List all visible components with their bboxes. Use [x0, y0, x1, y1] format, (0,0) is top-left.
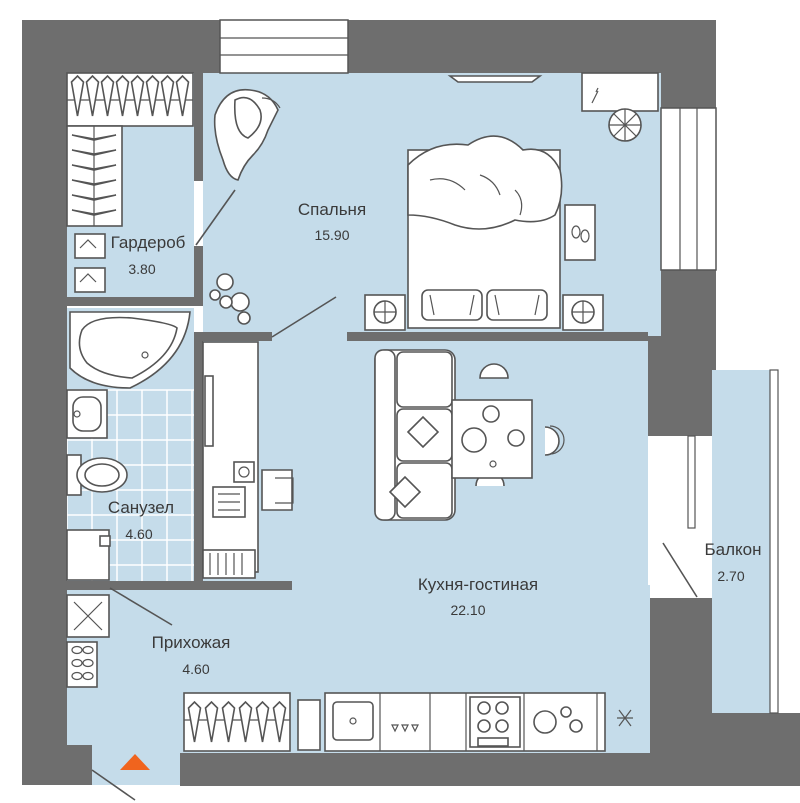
- shoe-box-1: [74, 233, 106, 259]
- wall-top-right: [348, 20, 716, 73]
- floor-balcony: [712, 370, 778, 713]
- wall-right-block: [648, 336, 712, 436]
- wardrobe-racks: [66, 72, 194, 293]
- extractor-icon: [617, 709, 633, 727]
- bathroom-furniture: [66, 311, 191, 581]
- bathtub-icon: [69, 311, 191, 389]
- doors: [91, 189, 698, 801]
- desk-icon: [202, 341, 294, 579]
- wall-bottom: [180, 753, 650, 786]
- wall-bedroom-bottom-right: [347, 332, 648, 341]
- nightstand-left: [364, 294, 406, 331]
- balcony-name: Балкон: [704, 540, 761, 559]
- windows: [219, 19, 779, 714]
- kitchen-counter: [183, 692, 633, 752]
- wardrobe-name: Гардероб: [111, 233, 186, 252]
- door-bedroom: [271, 296, 337, 338]
- hallway-name: Прихожая: [152, 633, 231, 652]
- window-top: [219, 19, 349, 74]
- wall-wardrobe-bottom: [67, 297, 203, 306]
- window-right: [660, 107, 717, 271]
- door-wardrobe: [195, 189, 236, 246]
- sink-icon: [66, 389, 108, 439]
- bedroom-furniture: [209, 72, 659, 331]
- wall-bath-bottom: [67, 581, 110, 590]
- balcony-area: 2.70: [717, 568, 744, 584]
- wall-right-lower: [650, 598, 712, 786]
- wall-bottom-right: [712, 713, 800, 786]
- washing-machine-icon: [66, 529, 111, 581]
- kettle-icon: [533, 706, 583, 734]
- shoe-box-2: [74, 267, 106, 293]
- bed-mat: [564, 204, 596, 261]
- nightstand-right: [562, 294, 604, 331]
- dishwasher-icon: [391, 724, 419, 733]
- wall-right-upper: [661, 20, 716, 115]
- bathroom-name: Санузел: [108, 498, 174, 517]
- kitchen-living-name: Кухня-гостиная: [418, 575, 538, 594]
- door-entrance: [91, 769, 136, 801]
- stove-icon: [469, 696, 521, 748]
- hallway-furniture: [66, 594, 110, 688]
- room-labels: Спальня 15.90 Гардероб 3.80 Санузел 4.60…: [108, 200, 762, 677]
- bathroom-area: 4.60: [125, 526, 152, 542]
- bedroom-name: Спальня: [298, 200, 366, 219]
- kitchen-living-area: 22.10: [450, 602, 485, 618]
- fridge-nook: [297, 699, 321, 751]
- kitchen-sink-icon: [332, 701, 374, 741]
- dining-table-icon: [451, 363, 565, 487]
- wall-bedroom-bottom-left: [194, 332, 272, 341]
- wall-bath-right: [194, 336, 203, 586]
- bedroom-area: 15.90: [314, 227, 349, 243]
- wall-wardrobe-right-low: [194, 246, 203, 301]
- door-balcony: [662, 542, 698, 598]
- toilet-icon: [66, 454, 128, 496]
- wall-hall-top: [110, 581, 292, 590]
- wardrobe-area: 3.80: [128, 261, 155, 277]
- wall-left-bottom: [22, 745, 92, 785]
- door-bathroom: [109, 587, 173, 626]
- hallway-area: 4.60: [182, 661, 209, 677]
- stool-icon: [608, 108, 642, 142]
- walls: [22, 20, 800, 786]
- wall-left: [22, 20, 67, 745]
- armchair-icon: [213, 88, 281, 181]
- vanity-desk: [581, 72, 659, 112]
- entrance-arrow-icon: [120, 754, 150, 770]
- ceiling-light: [447, 75, 543, 83]
- plant-icon: [209, 273, 251, 325]
- kitchen-living-furniture: [183, 341, 633, 752]
- bed-icon: [407, 135, 563, 329]
- sofa-icon: [374, 349, 456, 521]
- balcony-door: [687, 435, 696, 529]
- balcony-railing: [769, 369, 779, 714]
- wall-wardrobe-right: [194, 73, 203, 181]
